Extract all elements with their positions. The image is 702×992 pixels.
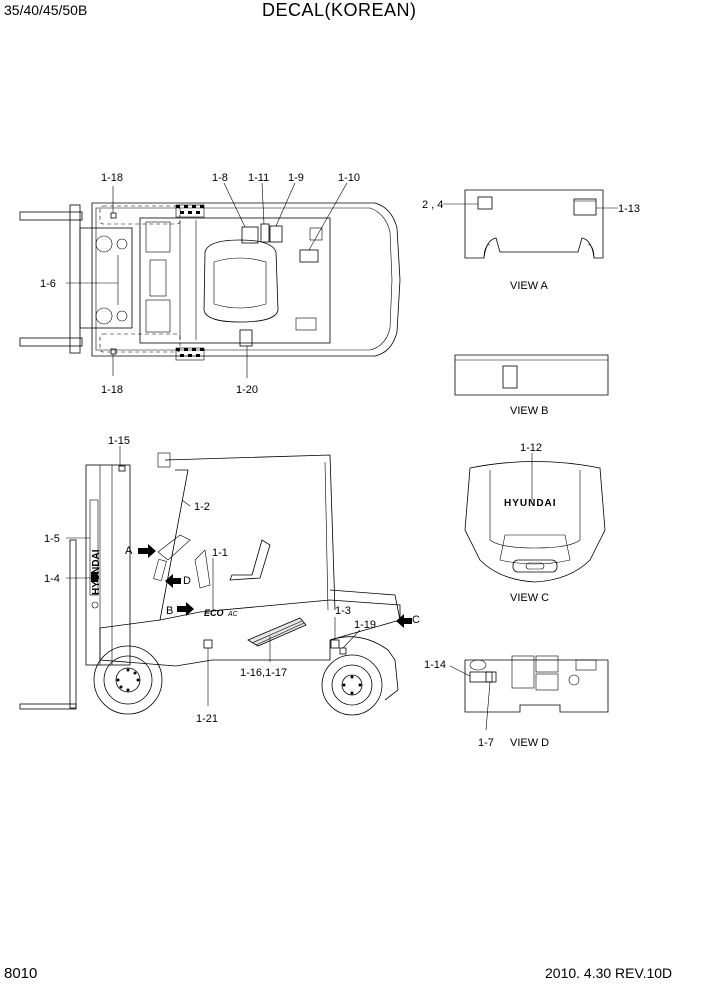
view-d-title: VIEW D <box>510 737 549 749</box>
label-b: B <box>166 605 173 617</box>
operator-seat <box>203 239 279 323</box>
top-view: 1-18 1-8 1-11 1-9 1-10 1-6 1-18 1-20 <box>19 172 401 396</box>
eco-badge-sub: AC <box>227 611 239 618</box>
decal-1-18-bottom <box>110 348 117 355</box>
arrow-d <box>165 574 181 588</box>
arrow-a <box>138 544 156 558</box>
label-d: D <box>183 575 191 587</box>
view-c: HYUNDAI 1-12 VIEW C <box>464 442 606 604</box>
eco-badge: ECO <box>204 608 224 618</box>
decal-1-9 <box>269 225 283 243</box>
decal-1-20 <box>239 329 253 347</box>
truck-body <box>99 599 401 667</box>
decal-1-4 <box>91 572 98 582</box>
mast-block <box>79 227 133 329</box>
label-1-18-top: 1-18 <box>101 172 123 184</box>
fork-top <box>19 211 83 221</box>
label-1-13: 1-13 <box>618 203 640 215</box>
label-1-20: 1-20 <box>236 384 258 396</box>
label-1-7: 1-7 <box>478 737 494 749</box>
label-c: C <box>412 614 420 626</box>
label-2-4: 2 , 4 <box>422 199 443 211</box>
decal-2-4 <box>477 196 493 210</box>
fork-vertical <box>69 539 77 709</box>
label-1-3: 1-3 <box>335 605 351 617</box>
view-b: VIEW B <box>454 354 609 417</box>
decal-1-10 <box>299 249 319 263</box>
rear-wheel <box>321 654 383 716</box>
model-number: 35/40/45/50B <box>4 2 88 18</box>
view-a-title: VIEW A <box>510 280 549 292</box>
label-1-21: 1-21 <box>196 713 218 725</box>
front-wheel <box>93 645 163 715</box>
decal-1-3 <box>330 639 340 649</box>
label-1-9: 1-9 <box>288 172 304 184</box>
fork-bottom <box>19 337 83 347</box>
label-1-4: 1-4 <box>44 573 60 585</box>
label-1-10: 1-10 <box>338 172 360 184</box>
page-number: 8010 <box>4 965 38 982</box>
label-1-5: 1-5 <box>44 533 60 545</box>
view-a-panel <box>464 189 604 259</box>
label-1-2: 1-2 <box>194 501 210 513</box>
page-title: DECAL(KOREAN) <box>262 0 417 20</box>
label-1-18-bottom: 1-18 <box>101 384 123 396</box>
fork-tine <box>19 703 77 710</box>
label-1-12: 1-12 <box>520 442 542 454</box>
decal-1-8 <box>241 226 259 244</box>
decal-1-14 <box>469 671 493 683</box>
overhead-guard-side <box>164 454 336 611</box>
arrow-b <box>177 602 194 616</box>
decal-1-18-top <box>110 212 117 219</box>
hazard-stripe-bottom <box>175 347 205 361</box>
view-b-title: VIEW B <box>510 405 549 417</box>
view-b-decal <box>502 365 518 389</box>
fork-carriage <box>69 204 81 354</box>
arrow-c <box>396 614 412 628</box>
view-d-panel <box>464 659 609 713</box>
view-c-brand: HYUNDAI <box>504 498 557 509</box>
view-c-handle <box>512 559 558 573</box>
view-b-panel <box>454 354 609 396</box>
mast <box>85 464 131 666</box>
side-view: HYUNDAI ECO AC <box>19 435 420 725</box>
chassis-outline <box>91 202 401 357</box>
seat-side <box>229 539 271 581</box>
label-1-16-1-17: 1-16,1-17 <box>240 667 287 679</box>
hazard-stripe-top <box>175 204 205 218</box>
label-1-19: 1-19 <box>354 619 376 631</box>
decal-1-13 <box>573 198 597 216</box>
overhead-guard <box>139 217 331 344</box>
decal-1-11 <box>260 223 270 243</box>
view-c-counterweight <box>464 461 606 583</box>
revision-date: 2010. 4.30 REV.10D <box>545 965 673 981</box>
view-d: 1-14 1-7 VIEW D <box>424 655 609 749</box>
label-1-6: 1-6 <box>40 278 56 290</box>
view-a: 2 , 4 1-13 VIEW A <box>422 189 640 292</box>
label-1-11: 1-11 <box>248 172 269 184</box>
label-a: A <box>125 545 133 557</box>
decal-1-21 <box>203 639 213 649</box>
label-1-8: 1-8 <box>212 172 228 184</box>
label-1-14: 1-14 <box>424 659 446 671</box>
view-c-title: VIEW C <box>510 592 549 604</box>
decal-1-7 <box>485 671 497 683</box>
label-1-1: 1-1 <box>212 547 228 559</box>
decal-1-19 <box>339 647 347 655</box>
decal-1-15 <box>118 465 126 472</box>
label-1-15: 1-15 <box>108 435 130 447</box>
